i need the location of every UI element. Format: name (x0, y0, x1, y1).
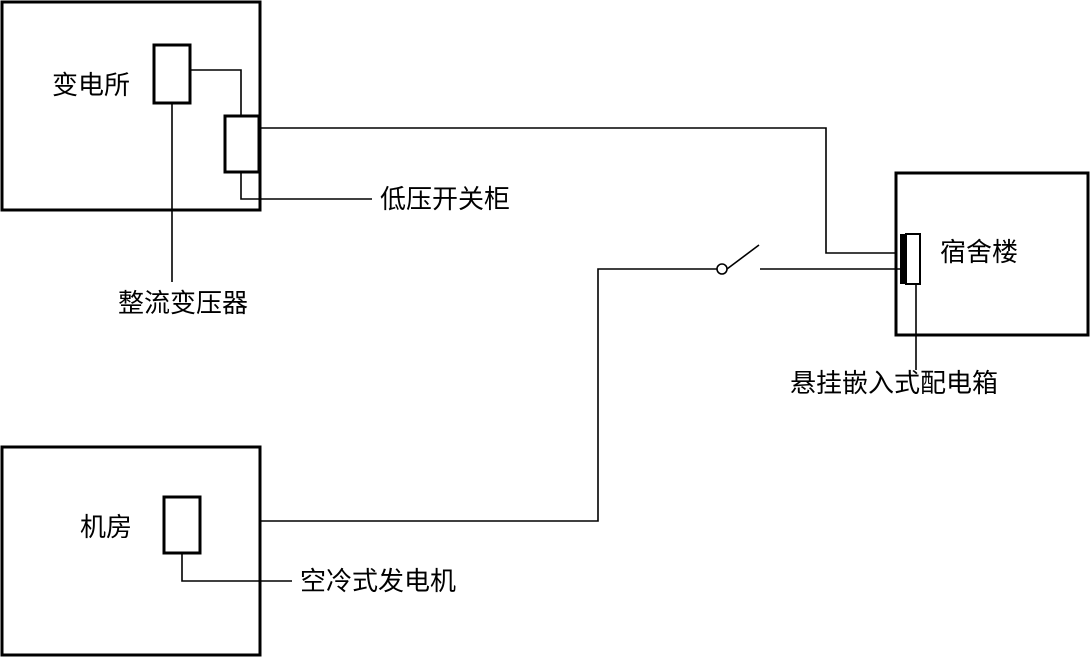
generator-label: 空冷式发电机 (300, 567, 456, 597)
rectifier-transformer-label: 整流变压器 (118, 289, 248, 319)
machine-room-box (0, 445, 262, 657)
main-feeder-wire (259, 127, 902, 254)
switch-pivot (716, 263, 728, 275)
low-voltage-cabinet-label: 低压开关柜 (380, 185, 510, 215)
dormitory-block: 宿舍楼 (894, 171, 1090, 337)
substation-box (0, 0, 262, 212)
transformer-to-cabinet-wire (190, 69, 242, 116)
generator-symbol (162, 495, 202, 555)
dormitory-box (894, 171, 1090, 337)
machine-room-label: 机房 (80, 513, 132, 543)
substation-block: 变电所 (0, 0, 262, 212)
distribution-box-symbol (905, 233, 921, 285)
switch-blade (726, 244, 760, 270)
dormitory-label: 宿舍楼 (940, 238, 1018, 268)
substation-label: 变电所 (52, 71, 130, 101)
disconnect-switch-icon (716, 244, 760, 275)
low-voltage-cabinet-leader (240, 172, 372, 200)
distribution-box-label: 悬挂嵌入式配电箱 (790, 369, 998, 399)
low-voltage-cabinet-symbol (223, 114, 261, 174)
rectifier-transformer-symbol (152, 43, 192, 105)
machine-room-block: 机房 (0, 445, 262, 657)
generator-feeder-wire (202, 268, 717, 522)
generator-leader (181, 553, 292, 582)
